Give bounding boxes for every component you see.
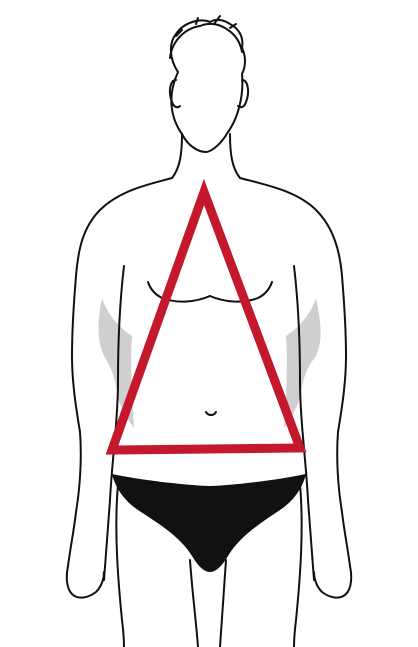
inner-leg-outline <box>189 559 227 647</box>
right-side-shading <box>284 298 321 428</box>
left-hand-outline <box>65 565 105 599</box>
left-chest-outline <box>147 281 211 303</box>
neck-outline <box>171 133 241 179</box>
left-leg-outline <box>115 483 125 647</box>
left-ear-outline <box>168 79 181 109</box>
right-chest-outline <box>209 281 273 303</box>
torso-left-outline <box>67 177 173 567</box>
hair-outline <box>169 15 243 59</box>
side-shading <box>98 298 321 428</box>
right-hand-outline <box>313 565 353 599</box>
right-inner-arm-outline <box>293 265 315 581</box>
triangle-outline-icon <box>105 178 307 455</box>
right-ear-outline <box>237 79 250 109</box>
left-side-shading <box>98 298 134 428</box>
briefs-shape <box>112 474 306 572</box>
right-leg-outline <box>293 483 303 647</box>
head-outline <box>170 18 246 153</box>
navel-outline <box>205 411 217 416</box>
torso-right-outline <box>239 177 351 567</box>
